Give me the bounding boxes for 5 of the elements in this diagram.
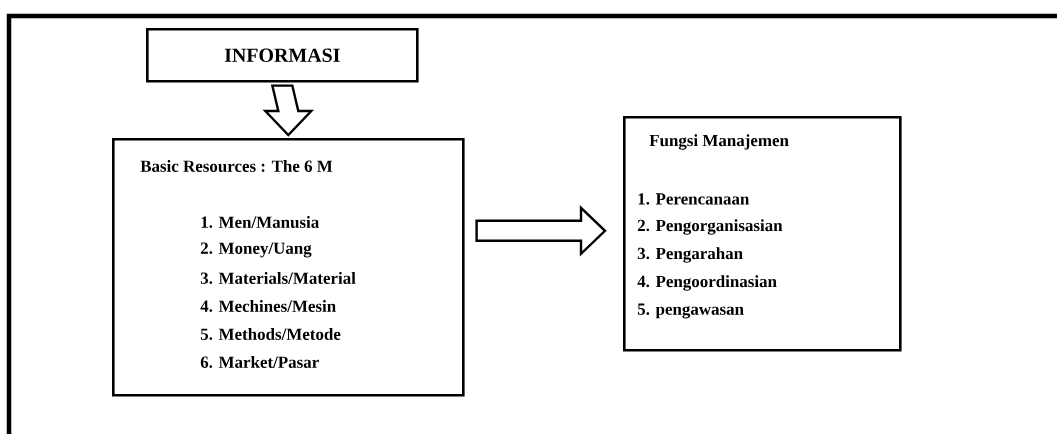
process-box: Fungsi Manajemen 1. Perencanaan 2. Pengorganisasian 3. Pengarahan 4. Pengoordinasian 5. pengawasan xyxy=(623,116,902,352)
block-arrow xyxy=(262,84,315,137)
process-box: Basic Resources : The 6 M 1. Men/Manusia 2. Money/Uang 3. Materials/Material 4. Mechines/Mesin 5. Methods/Metode 6. Market/Pasar xyxy=(112,138,465,397)
process-box: INFORMASI xyxy=(146,28,419,83)
block-arrow xyxy=(475,204,607,257)
